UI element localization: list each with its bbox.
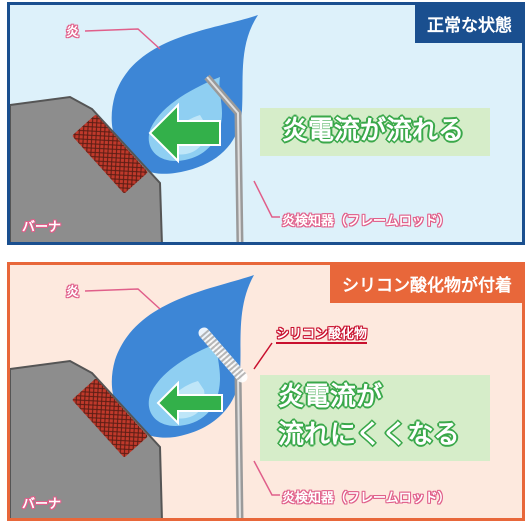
flame-rod-label: 炎検知器（フレームロッド） bbox=[282, 214, 451, 229]
silicon-oxide-label: シリコン酸化物 bbox=[276, 323, 368, 344]
message-box: 炎電流が流れる bbox=[260, 108, 490, 156]
panel-title: 正常な状態 bbox=[415, 5, 522, 43]
burner-label: バーナ bbox=[22, 220, 62, 235]
mesh-nozzle-icon bbox=[72, 115, 148, 193]
panel-silicon-oxide: シリコン酸化物が付着 炎 シリコン酸化物 バーナ 炎検知器（フレームロッド） 炎… bbox=[7, 262, 525, 521]
burner-icon bbox=[10, 95, 163, 242]
burner-label: バーナ bbox=[22, 497, 62, 512]
arrow-left-icon bbox=[156, 380, 223, 426]
arrow-left-icon bbox=[148, 102, 221, 164]
mesh-nozzle-icon bbox=[72, 379, 148, 457]
flame-icon bbox=[111, 275, 254, 438]
flame-label: 炎 bbox=[66, 285, 80, 300]
message-line-2: 流れにくくなる bbox=[278, 420, 460, 450]
flame-label: 炎 bbox=[66, 25, 80, 40]
message-box: 炎電流が 流れにくくなる bbox=[260, 375, 490, 461]
message-text: 炎電流が流れる bbox=[282, 116, 465, 146]
message-line-1: 炎電流が bbox=[278, 382, 383, 412]
normal-state-illustration bbox=[10, 15, 280, 242]
panel-normal-state: 正常な状態 炎 バーナ 炎検知器（フレームロッド） 炎電流が流れる bbox=[7, 2, 525, 245]
silicon-state-illustration bbox=[10, 275, 280, 518]
panel-title: シリコン酸化物が付着 bbox=[330, 265, 522, 303]
flame-rod-label: 炎検知器（フレームロッド） bbox=[282, 491, 451, 506]
burner-icon bbox=[10, 359, 163, 518]
